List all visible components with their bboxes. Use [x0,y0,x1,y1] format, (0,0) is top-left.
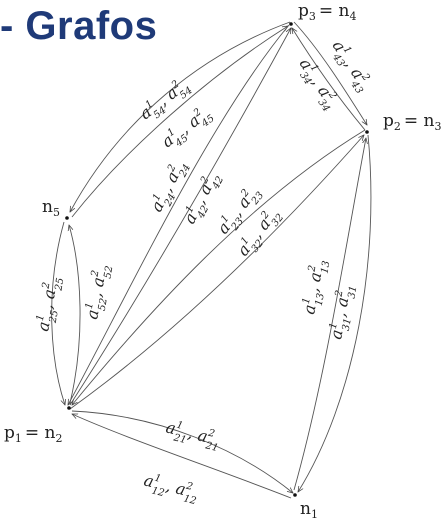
node-label-p2: p2= n3 [383,111,442,133]
node-label-p3: p3= n4 [298,1,357,23]
edge-p1-p2-b [69,135,364,410]
edge-n1-p2-inner [293,138,366,491]
edge-p3-n5-outer [70,21,291,212]
edge-label-a31: a131, a231 [326,283,359,342]
edge-n5-p1-outer [51,221,65,405]
edge-label-a52: a152, a252 [82,263,115,322]
edge-label-a45: a145, a245 [158,103,217,156]
node-dot-p1 [67,406,71,410]
node-label-p1: p1= n2 [4,423,63,445]
node-label-n1: n1 [300,499,318,521]
edge-p2-p3-inner [292,28,366,131]
node-dot-n1 [293,493,297,497]
edge-p1-n1-upper [71,410,293,493]
edge-p1-p3-b [69,28,291,406]
node-dot-p3 [289,22,293,26]
edge-p1-n5-inner [69,225,81,404]
edge-p2-n1-outer [298,134,372,492]
edge-n5-p3-inner [71,26,288,218]
edge-p2-p1-a [72,129,366,405]
edge-label-a12: a112, a212 [141,470,201,507]
node-dot-p2 [365,130,369,134]
edge-n1-p1-lower [72,413,292,499]
edge-label-a21: a121, a221 [163,417,223,454]
edge-label-a13: a113, a213 [299,258,332,317]
edge-p3-p1-a [68,24,290,405]
edge-p3-p2-outer [293,21,367,125]
node-dot-n5 [65,216,69,220]
edge-label-a25: a125, a225 [33,275,66,334]
node-label-n5: n5 [42,197,60,219]
page-title: - Grafos [0,4,158,48]
